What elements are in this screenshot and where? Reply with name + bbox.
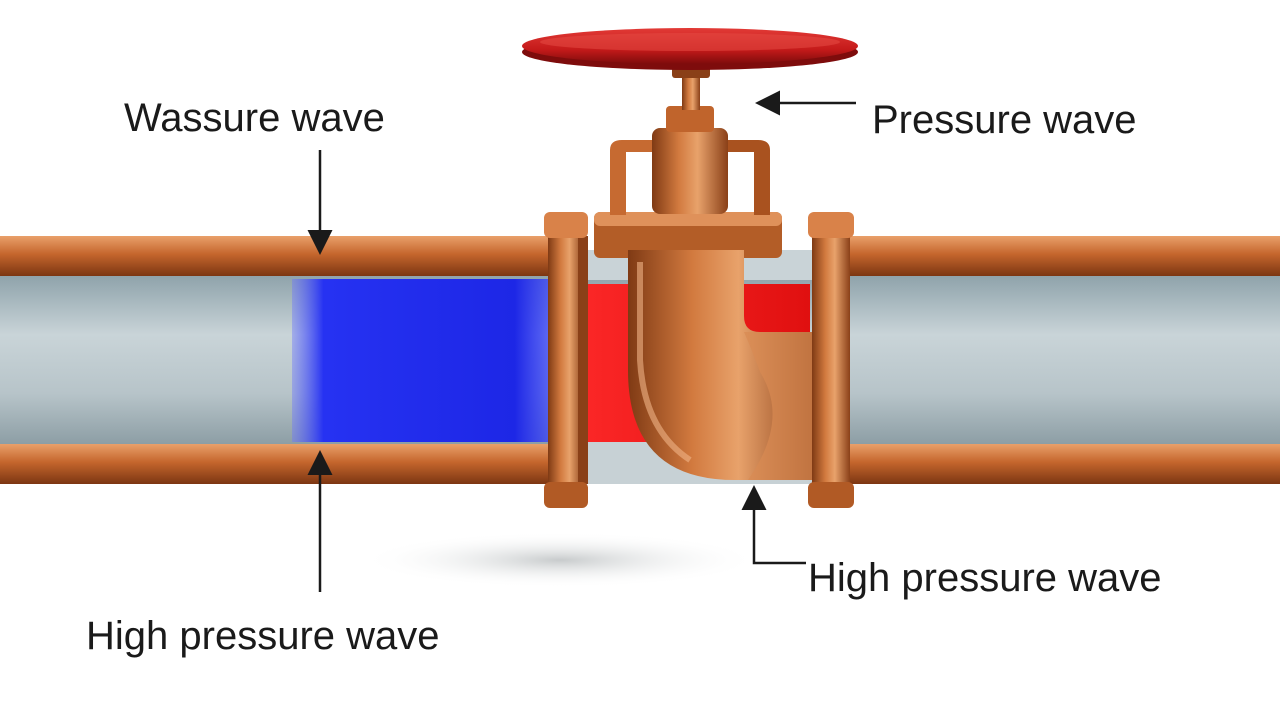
valve-elbow-body xyxy=(628,250,812,480)
label-top-left: Wassure wave xyxy=(124,96,385,140)
right-flange xyxy=(808,212,854,508)
valve-bonnet xyxy=(594,66,782,258)
floor-shadow xyxy=(360,532,760,588)
valve-handwheel xyxy=(522,28,858,70)
label-bottom-left: High pressure wave xyxy=(86,614,440,658)
label-bottom-right: High pressure wave xyxy=(808,556,1162,600)
arrow-bottom-right xyxy=(741,485,806,565)
blue-pressure-wave xyxy=(292,279,554,442)
pipe-bottom-wall-left xyxy=(0,444,548,484)
pipe-bottom-wall-right xyxy=(850,444,1280,484)
pipe-top-wall-left xyxy=(0,236,548,276)
pipe-top-wall-right xyxy=(850,236,1280,276)
label-top-right: Pressure wave xyxy=(872,98,1137,142)
left-flange xyxy=(544,212,588,508)
